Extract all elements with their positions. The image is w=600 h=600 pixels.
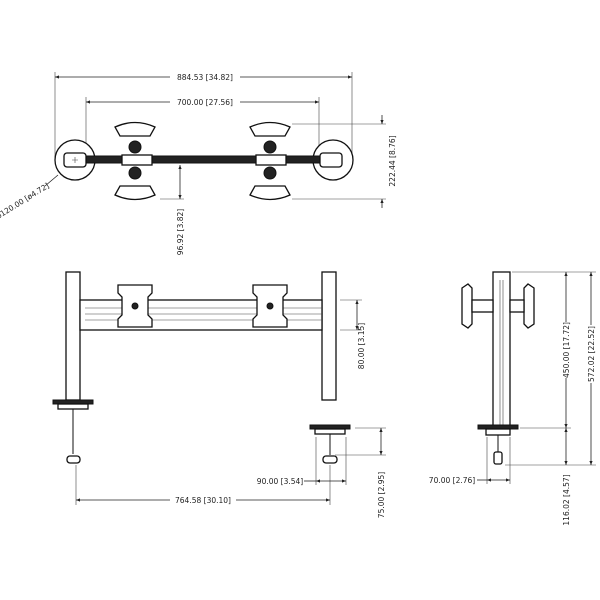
dim-clamp-height: 116.02 [4.57]	[562, 474, 571, 525]
clamp-bracket	[485, 428, 511, 436]
label-mask	[170, 97, 240, 107]
clamp-knob	[322, 455, 338, 464]
side-view: 450.00 [17.72] 572.02 [22.52] 116.02 [4.…	[429, 271, 596, 526]
leader-line-clamp-diameter	[44, 174, 59, 187]
post-left	[65, 271, 81, 401]
label-mask	[586, 325, 596, 383]
clamp-bracket	[57, 403, 89, 410]
post-cap-right	[319, 152, 343, 168]
mount-heads-top-view	[114, 121, 291, 201]
vesa-plate-hub	[131, 302, 139, 310]
mount-head	[249, 185, 291, 201]
vesa-plate-hub	[266, 302, 274, 310]
center-mark-icon	[72, 157, 78, 163]
mount-head	[249, 121, 291, 137]
dim-head-offset: 96.92 [3.82]	[176, 209, 185, 255]
mount-arm-right-side	[509, 299, 525, 313]
clamp-knob	[66, 455, 81, 464]
clamp-knob	[493, 451, 503, 465]
monitor-plate-right-side	[523, 283, 535, 329]
dim-overall-width: 884.53 [34.82]	[177, 73, 233, 82]
post-side	[492, 271, 511, 429]
bar-collar-left	[121, 154, 153, 166]
label-mask	[170, 72, 240, 82]
mount-head	[114, 121, 156, 137]
front-view: 80.00 [3.15] 764.58 [30.10] 90.00 [3.54]…	[52, 271, 386, 518]
clamp-bracket	[314, 428, 346, 435]
dim-overall-height: 572.02 [22.52]	[587, 326, 596, 382]
dim-post-spacing: 764.58 [30.10]	[175, 496, 231, 505]
pivot-joint	[263, 140, 277, 154]
dim-clamp-depth: 75.00 [2.95]	[377, 472, 386, 518]
desk-clamps-front	[52, 399, 351, 464]
dim-head-span: 222.44 [8.76]	[388, 135, 397, 186]
mount-arm-left-side	[471, 299, 494, 313]
dim-clamp-width-front: 90.00 [3.54]	[257, 477, 303, 486]
label-mask	[170, 495, 236, 505]
top-view: 884.53 [34.82] 700.00 [27.56] 222.44 [8.…	[0, 72, 397, 255]
post-right	[321, 271, 337, 401]
dim-clamp-width-side: 70.00 [2.76]	[429, 476, 475, 485]
pivot-joint	[128, 166, 142, 180]
dim-clamp-diameter: ø120.00 [ø4.72]	[0, 181, 51, 221]
pivot-joint	[263, 166, 277, 180]
monitor-plate-left-side	[461, 283, 473, 329]
dim-mount-spacing: 700.00 [27.56]	[177, 98, 233, 107]
bar-collar-right	[255, 154, 287, 166]
label-mask	[561, 322, 571, 378]
dim-bar-height: 80.00 [3.15]	[357, 323, 366, 369]
mount-head	[114, 185, 156, 201]
dim-mount-height: 450.00 [17.72]	[562, 322, 571, 378]
pivot-joint	[128, 140, 142, 154]
crossbar-top	[81, 155, 327, 164]
